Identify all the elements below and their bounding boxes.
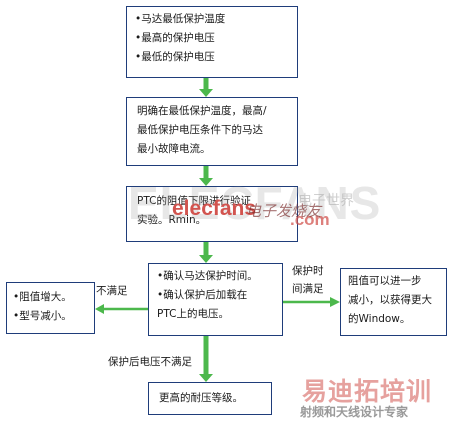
box-line: 阻值可以进一步	[348, 275, 422, 287]
box-line: PTC上的电压。	[157, 308, 229, 320]
box-line: 实验。Rmin。	[137, 214, 207, 226]
box-increase-resistance: •阻值增大。 •型号减小。	[6, 282, 95, 334]
watermark-elecfans-logo: elecfans	[172, 197, 257, 220]
label-not-satisfied: 不满足	[96, 285, 128, 297]
arrow-head-middle-to-left	[95, 304, 104, 314]
box-confirm-protection: •确认马达保护时间。 •确认保护后加载在 PTC上的电压。	[148, 263, 283, 336]
box-line: 减小，以获得更大	[348, 294, 432, 306]
box-reduce-resistance: 阻值可以进一步 减小，以获得更大 的Window。	[340, 268, 447, 336]
box-line: •马达最低保护温度	[135, 13, 226, 25]
box-line: •型号减小。	[13, 310, 72, 322]
box-line: 最小故障电流。	[137, 143, 211, 155]
arrow-head-middle-to-bottom	[199, 374, 213, 382]
arrow-head-second-to-third	[199, 178, 213, 186]
watermark-elecfans-com: .com	[290, 210, 330, 229]
box-line: 明确在最低保护温度，最高/	[137, 105, 267, 117]
label-protection-time-satisfied-2: 间满足	[292, 283, 324, 295]
label-voltage-not-satisfied: 保护后电压不满足	[108, 356, 192, 368]
box-line: 更高的耐压等级。	[159, 392, 243, 404]
watermark-cn-world: 电子世界	[298, 193, 354, 209]
box-line: •最低的保护电压	[135, 51, 215, 63]
watermark-elecfans-outline: ELECFANS	[128, 177, 382, 229]
box-min-fault-current: 明确在最低保护温度，最高/ 最低保护电压条件下的马达 最小故障电流。	[126, 97, 298, 166]
box-ptc-rmin-test: PTC的阻值下限进行验证 实验。Rmin。	[126, 186, 298, 242]
box-line: 的Window。	[348, 313, 411, 325]
watermark-ydt-title: 易迪拓培训	[302, 377, 433, 406]
box-higher-withstand-voltage: 更高的耐压等级。	[148, 382, 272, 415]
box-line: •阻值增大。	[13, 291, 72, 303]
watermark-cn-brand: 电子发烧友	[246, 202, 322, 220]
arrow-head-middle-to-right	[330, 297, 340, 307]
box-line: 最低保护电压条件下的马达	[137, 124, 263, 136]
box-line: •最高的保护电压	[135, 32, 215, 44]
box-line: PTC的阻值下限进行验证	[137, 195, 251, 207]
arrow-head-top-to-second	[199, 89, 213, 97]
box-line: •确认马达保护时间。	[157, 270, 258, 282]
label-protection-time-satisfied-1: 保护时	[292, 265, 324, 277]
arrow-head-third-to-middle	[199, 255, 213, 263]
watermark-ydt-subtitle: 射频和天线设计专家	[300, 405, 409, 419]
box-motor-conditions: •马达最低保护温度 •最高的保护电压 •最低的保护电压	[126, 6, 298, 78]
box-line: •确认保护后加载在	[157, 289, 248, 301]
